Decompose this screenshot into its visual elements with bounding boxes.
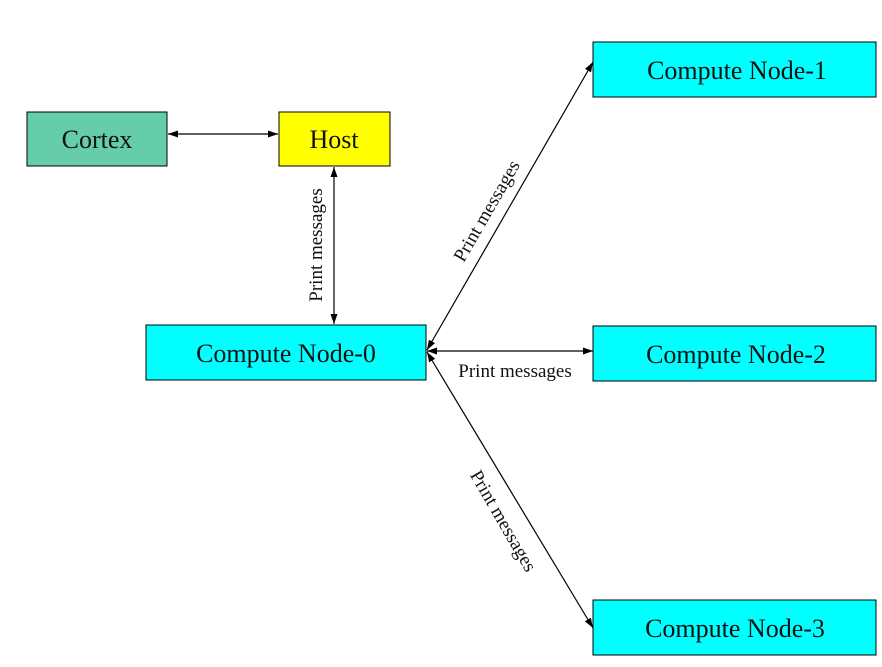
node-compute-2: Compute Node-2 <box>592 325 877 382</box>
edge-label-host-node0: Print messages <box>306 188 327 301</box>
node-compute-3-box <box>592 599 877 656</box>
node-host-label: Host <box>309 125 359 154</box>
node-compute-0-label: Compute Node-0 <box>196 339 376 368</box>
node-compute-2-box <box>592 325 877 382</box>
edge-node0-node1 <box>426 61 594 351</box>
node-cortex-label: Cortex <box>62 125 133 154</box>
node-host: Host <box>278 111 391 167</box>
node-compute-1: Compute Node-1 <box>592 41 877 98</box>
edge-label-node0-node1: Print messages <box>450 157 525 266</box>
node-compute-0: Compute Node-0 <box>145 324 427 381</box>
node-compute-2-label: Compute Node-2 <box>646 340 826 369</box>
node-compute-1-label: Compute Node-1 <box>647 56 827 85</box>
edge-node0-node3 <box>426 351 594 629</box>
node-compute-3: Compute Node-3 <box>592 599 877 656</box>
node-cortex-box <box>26 111 168 167</box>
edge-label-node0-node2: Print messages <box>458 361 571 382</box>
node-cortex: Cortex <box>26 111 168 167</box>
node-compute-1-box <box>592 41 877 98</box>
node-host-box <box>278 111 391 167</box>
node-compute-3-label: Compute Node-3 <box>645 614 825 643</box>
node-compute-0-box <box>145 324 427 381</box>
